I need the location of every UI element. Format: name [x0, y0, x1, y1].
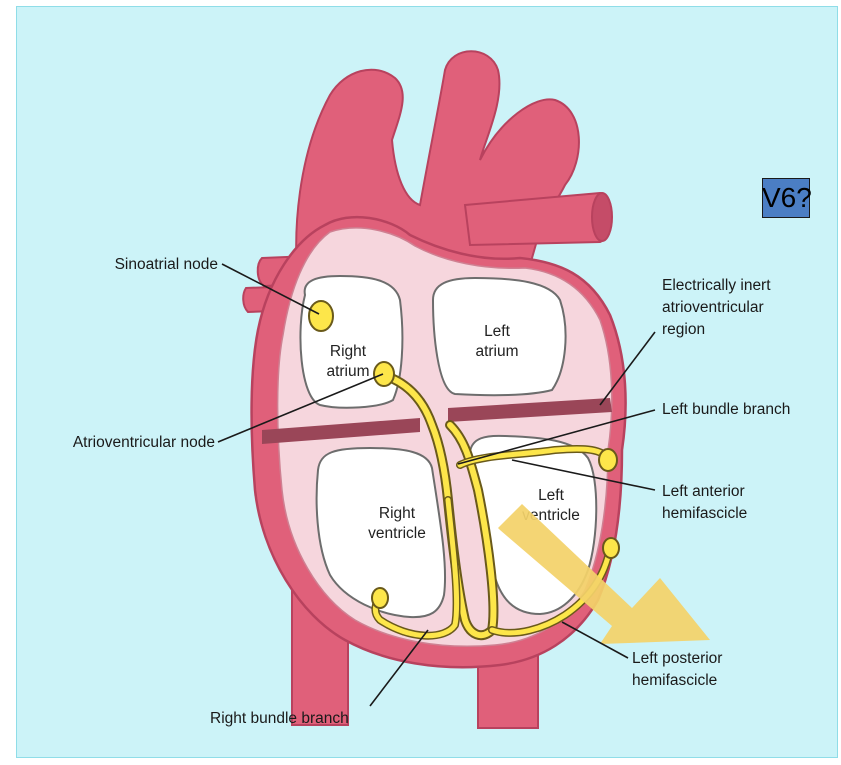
left-atrium-label-1: Left — [484, 323, 511, 340]
right-bundle-end — [372, 588, 388, 608]
inert-region-label-1: Electrically inert — [662, 277, 771, 294]
inert-region-label-3: region — [662, 321, 705, 338]
posterior-fascicle-end — [603, 538, 619, 558]
left-posterior-hemifascicle-label-1: Left posterior — [632, 650, 722, 667]
sinoatrial-node-label: Sinoatrial node — [115, 256, 218, 273]
right-bundle-branch-label: Right bundle branch — [210, 710, 349, 727]
atrioventricular-node — [374, 362, 394, 386]
anterior-fascicle-end — [599, 449, 617, 471]
inert-region-label-2: atrioventricular — [662, 299, 764, 316]
right-atrium-chamber — [300, 276, 402, 408]
pulmonary-opening — [592, 193, 612, 241]
right-ventricle-label-2: ventricle — [368, 525, 426, 542]
right-atrium-label-1: Right — [330, 343, 367, 360]
atrioventricular-node-label: Atrioventricular node — [73, 434, 215, 451]
right-atrium-label-2: atrium — [326, 363, 369, 380]
left-ventricle-label-1: Left — [538, 487, 565, 504]
sinoatrial-node — [309, 301, 333, 331]
left-anterior-hemifascicle-label-2: hemifascicle — [662, 505, 747, 522]
left-anterior-hemifascicle-label-1: Left anterior — [662, 483, 745, 500]
v6-label: V6? — [762, 180, 812, 216]
left-atrium-label-2: atrium — [475, 343, 518, 360]
left-bundle-branch-label: Left bundle branch — [662, 401, 790, 418]
left-posterior-hemifascicle-label-2: hemifascicle — [632, 672, 717, 689]
right-ventricle-label-1: Right — [379, 505, 416, 522]
